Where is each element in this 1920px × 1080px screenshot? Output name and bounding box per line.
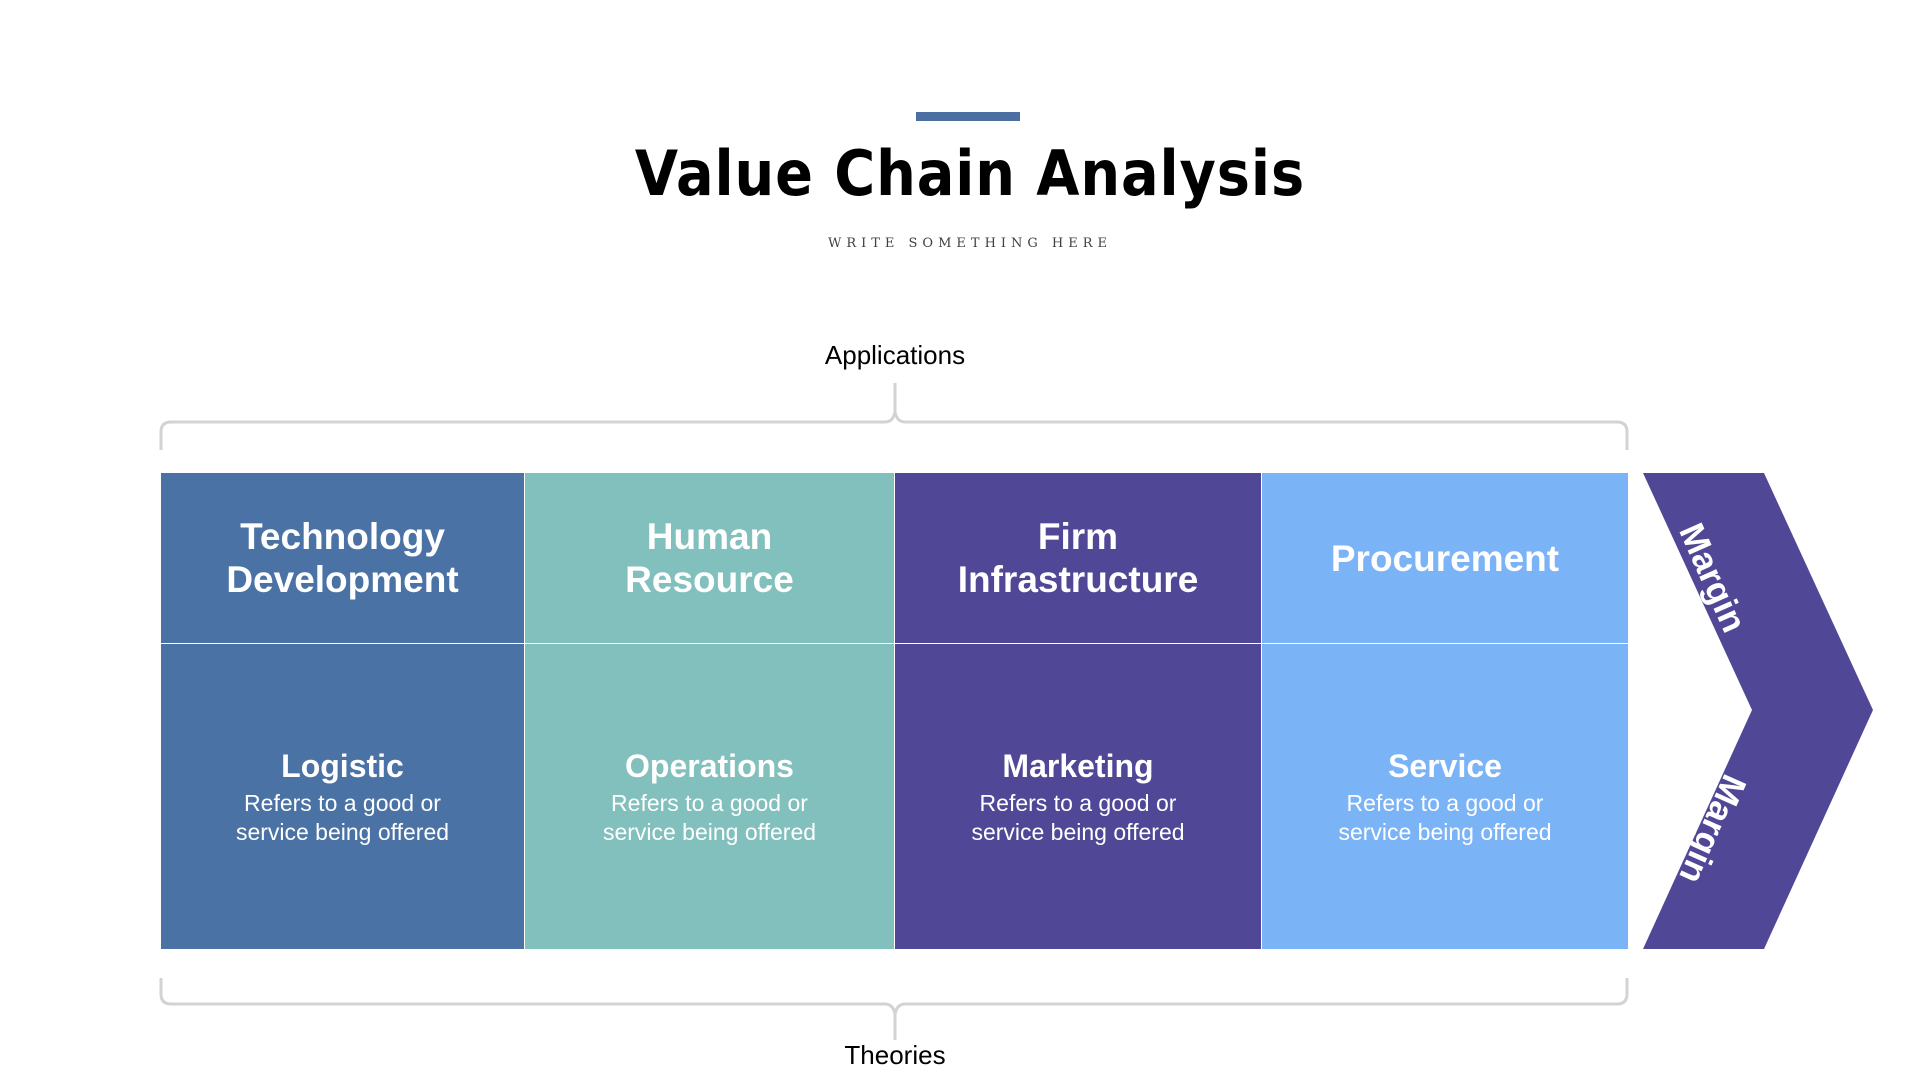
support-activity-label: Procurement [1330,537,1560,579]
primary-activity-description: Refers to a good or service being offere… [235,789,450,845]
primary-activity-4: Service Refers to a good or service bein… [1262,644,1628,949]
page-title: Value Chain Analysis [634,137,1306,210]
support-activity-4: Procurement [1262,473,1628,643]
primary-activity-description: Refers to a good or service being offere… [602,789,817,845]
primary-activity-description: Refers to a good or service being offere… [1338,789,1552,845]
primary-activity-title: Service [1388,747,1502,784]
margin-chevron-shape [1643,473,1873,949]
top-bracket [159,383,1629,450]
page-subtitle: WRITE SOMETHING HERE [827,236,1113,251]
value-chain-grid: Technology Development Human Resource Fi… [161,473,1628,949]
title-accent-bar [916,112,1020,121]
primary-activity-title: Marketing [1002,747,1154,784]
primary-activity-description: Refers to a good or service being offere… [971,789,1185,845]
bottom-bracket [159,978,1629,1040]
support-activity-1: Technology Development [161,473,524,643]
primary-activity-title: Operations [625,747,794,784]
support-activity-label: Technology Development [226,516,459,600]
primary-activity-2: Operations Refers to a good or service b… [525,644,894,949]
theories-label: Theories [844,1040,946,1070]
support-activity-label: Firm Infrastructure [957,516,1199,600]
support-activity-3: Firm Infrastructure [895,473,1261,643]
primary-activity-3: Marketing Refers to a good or service be… [895,644,1261,949]
support-activity-2: Human Resource [525,473,894,643]
primary-activity-1: Logistic Refers to a good or service bei… [161,644,524,949]
support-activity-label: Human Resource [625,516,794,600]
applications-label: Applications [824,340,966,370]
primary-activity-title: Logistic [281,747,404,784]
